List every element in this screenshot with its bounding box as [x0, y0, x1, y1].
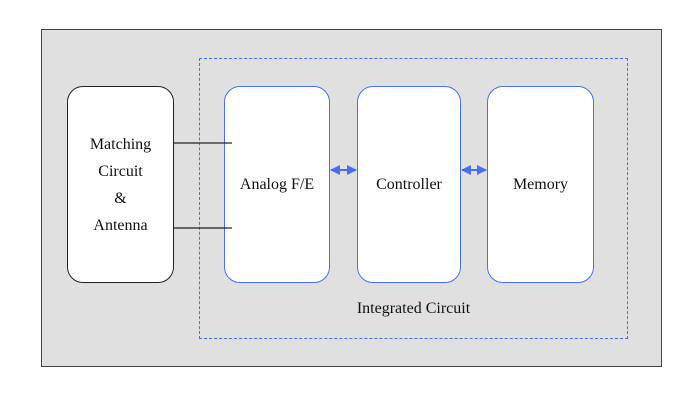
analog-fe-block: Analog F/E — [224, 86, 330, 283]
analog-fe-label: Analog F/E — [239, 175, 315, 193]
integrated-circuit-label: Integrated Circuit — [356, 300, 471, 317]
memory-block: Memory — [487, 86, 594, 283]
controller-block: Controller — [357, 86, 461, 283]
matching-line-4: Antenna — [93, 216, 148, 234]
matching-line-1: Matching — [89, 135, 152, 153]
matching-line-3: & — [114, 189, 127, 207]
matching-circuit-antenna-block: Matching Circuit & Antenna — [67, 86, 174, 283]
memory-label: Memory — [512, 175, 569, 193]
controller-label: Controller — [376, 175, 442, 193]
matching-line-2: Circuit — [98, 162, 143, 180]
integrated-circuit-region — [199, 58, 628, 339]
